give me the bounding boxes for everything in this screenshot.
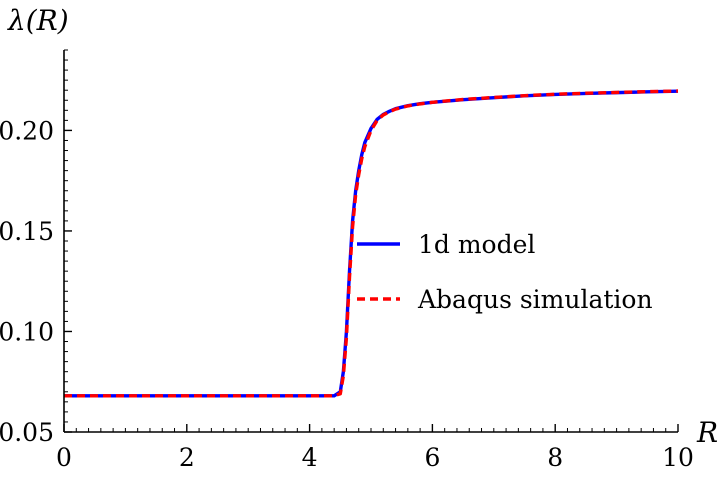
y-tick-label: 0.05 [0, 418, 54, 447]
y-tick-labels: 0.05 0.10 0.15 0.20 [0, 116, 54, 447]
x-tick-label: 4 [302, 443, 318, 472]
minor-ticks [64, 49, 667, 432]
x-tick-label: 2 [179, 443, 195, 472]
x-axis-title: R [696, 416, 718, 449]
legend-label-abaqus-simulation: Abaqus simulation [417, 285, 653, 314]
series-line-abaqus-simulation [64, 89, 679, 398]
x-tick-label: 6 [424, 443, 440, 472]
y-tick-label: 0.20 [0, 116, 54, 145]
x-tick-label: 10 [662, 443, 694, 472]
series-layer [64, 89, 679, 398]
y-axis-title: λ(R) [7, 4, 69, 37]
y-tick-label: 0.15 [0, 217, 54, 246]
x-tick-labels: 0 2 4 6 8 10 [56, 443, 694, 472]
y-tick-label: 0.10 [0, 317, 54, 346]
x-tick-label: 0 [56, 443, 72, 472]
legend-label-1d-model: 1d model [418, 230, 535, 259]
major-ticks [63, 129, 679, 433]
x-tick-label: 8 [547, 443, 563, 472]
legend: 1d model Abaqus simulation [357, 230, 653, 314]
